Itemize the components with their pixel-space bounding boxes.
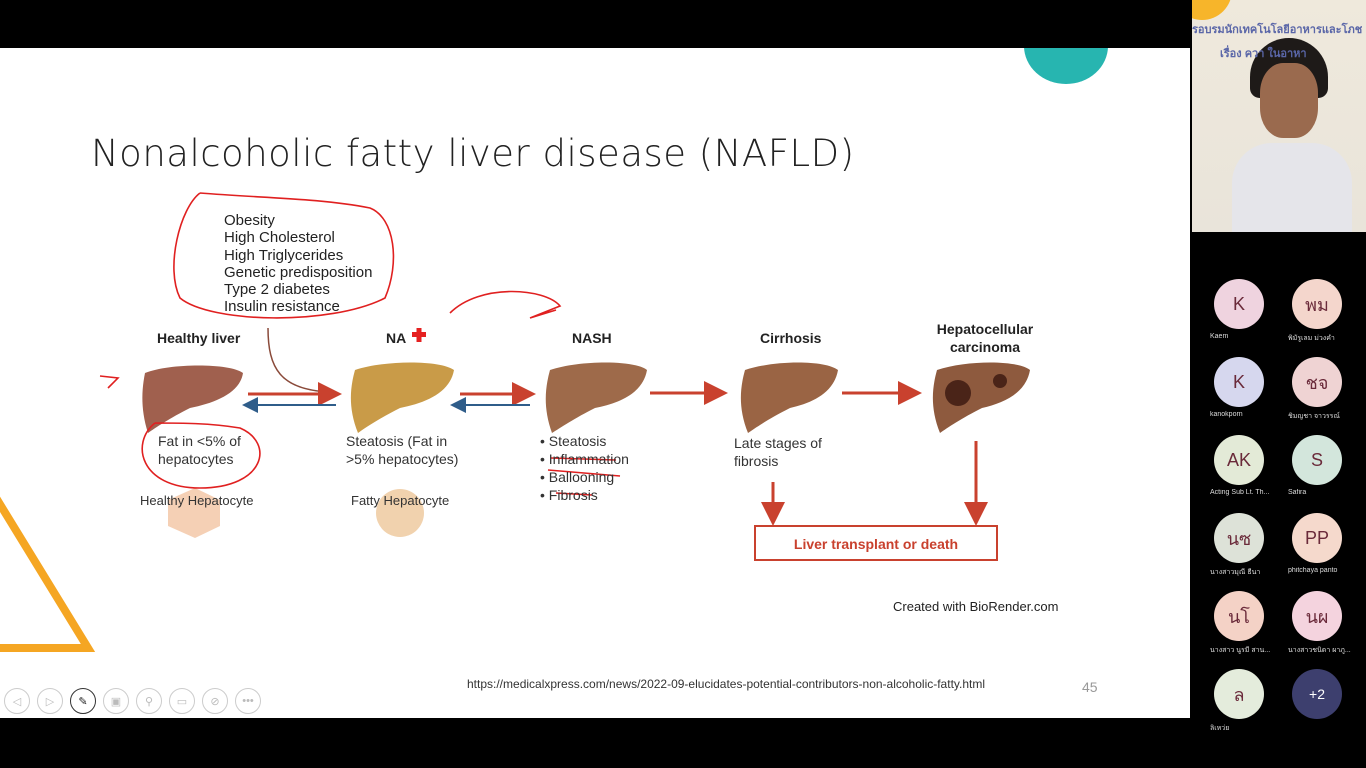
avatar: นโ [1214,591,1264,641]
risk-factors-list: Obesity High Cholesterol High Triglyceri… [224,212,372,316]
participant-name: Kaem [1210,333,1229,340]
participant-name: kanokporn [1210,411,1243,418]
stage-label-hcc: Hepatocellular carcinoma [936,321,1034,355]
avatar: ชจ [1292,357,1342,407]
bullet: • Fibrosis [540,487,598,503]
diagram-graphics [99,192,1030,561]
credit: Created with BioRender.com [893,599,1059,614]
avatar: K [1214,357,1264,407]
risk-factor: Insulin resistance [224,298,340,316]
speaker-video: รอบรมนักเทคโนโลยีอาหารและโภช เรื่อง ควา … [1192,0,1366,232]
participant-name: ชิมญชา จาวรรณ์ [1288,413,1340,420]
avatar: PP [1292,513,1342,563]
cirrhosis-desc: Late stages of fibrosis [734,435,822,469]
nash-bullets: • Steatosis • Inflammation • Ballooning … [540,432,629,504]
participant-name: Acting Sub Lt. Th... [1210,489,1270,496]
nash-liver-image [545,362,647,433]
outcome-label: Liver transplant or death [793,536,959,552]
fatty-liver-image [350,362,454,433]
fatty-cell-label: Fatty Hepatocyte [351,493,450,508]
more-icon[interactable]: ••• [235,688,261,714]
bullet: • Steatosis [540,433,607,449]
healthy-hepatocyte-image [168,488,220,538]
slide-toolbar: ◁ ▷ ✎ ▣ ⚲ ▭ ⊘ ••• [4,688,261,714]
stage-label-nash: NASH [572,330,612,346]
video-banner-line1: รอบรมนักเทคโนโลยีอาหารและโภช [1192,24,1363,36]
risk-factor: High Cholesterol [224,229,335,247]
participant-tile[interactable]: นซนางสาวมุณี ธีนา [1200,513,1278,578]
participant-tile[interactable]: S Safira [1278,435,1356,496]
healthy-liver-image [142,365,243,433]
participant-tile[interactable]: นผนางสาวชนิดา ผาภู... [1278,591,1356,656]
subtitles-icon[interactable]: ▭ [169,688,195,714]
avatar: พม [1292,279,1342,329]
participant-name: ลิเหว่ย [1210,725,1230,732]
participant-tile[interactable]: +2 [1278,669,1356,719]
cirrhosis-liver-image [740,362,838,433]
participant-name: phitchaya panto [1288,567,1338,574]
avatar: นซ [1214,513,1264,563]
healthy-desc: Fat in <5% of hepatocytes [158,433,241,467]
avatar: AK [1214,435,1264,485]
participant-tile[interactable]: พมพิมัรูเลม ม่วงคำ [1278,279,1356,344]
participant-tile[interactable]: K Kaem [1200,279,1278,340]
zoom-icon[interactable]: ⚲ [136,688,162,714]
speaker-person [1232,38,1352,232]
risk-factor: High Triglycerides [224,246,344,264]
page-number: 45 [1082,679,1098,695]
next-icon[interactable]: ▷ [37,688,63,714]
avatar: นผ [1292,591,1342,641]
participant-tile[interactable]: PP phitchaya panto [1278,513,1356,574]
risk-factor: Genetic predisposition [224,263,373,281]
risk-factor: Type 2 diabetes [224,281,330,299]
stage-label-healthy: Healthy liver [157,330,241,346]
participant-tile[interactable]: AK Acting Sub Lt. Th... [1200,435,1278,496]
fatty-hepatocyte-image [376,489,424,537]
video-banner-line2: เรื่อง ควา ในอาหา [1220,48,1307,60]
stage-label-nafld: NA [386,330,407,346]
participant-name: นางสาว นูรมี สาน... [1210,647,1271,654]
healthy-cell-label: Healthy Hepatocyte [140,493,254,508]
participant-name: นางสาวมุณี ธีนา [1210,569,1261,576]
pen-icon[interactable]: ✎ [70,688,96,714]
pen-annotations [99,192,621,496]
bullet: • Inflammation [540,451,629,467]
hcc-liver-image [932,362,1030,433]
previous-icon[interactable]: ◁ [4,688,30,714]
participant-tile[interactable]: ชจชิมญชา จาวรรณ์ [1278,357,1356,422]
risk-factor: Obesity [224,212,275,229]
participant-tile[interactable]: นโนางสาว นูรมี สาน... [1200,591,1278,656]
nafld-desc: Steatosis (Fat in >5% hepatocytes) [346,433,459,467]
slide-title: Nonalcoholic fatty liver disease (NAFLD) [91,132,855,175]
avatar: ล [1214,669,1264,719]
participant-name: นางสาวชนิดา ผาภู... [1288,647,1351,654]
video-off-icon[interactable]: ⊘ [202,688,228,714]
avatar: S [1292,435,1342,485]
bullet: • Ballooning [540,469,615,485]
stage-label-cirrhosis: Cirrhosis [760,330,822,346]
presentation-slide: Nonalcoholic fatty liver disease (NAFLD)… [0,48,1190,718]
source-link[interactable]: https://medicalxpress.com/news/2022-09-e… [467,677,986,691]
avatar: K [1214,279,1264,329]
decorative-triangle [0,496,96,652]
participant-name: พิมัรูเลม ม่วงคำ [1288,335,1335,342]
avatar: +2 [1292,669,1342,719]
slides-icon[interactable]: ▣ [103,688,129,714]
participant-tile[interactable]: ลลิเหว่ย [1200,669,1278,734]
participant-name: Safira [1288,489,1307,496]
